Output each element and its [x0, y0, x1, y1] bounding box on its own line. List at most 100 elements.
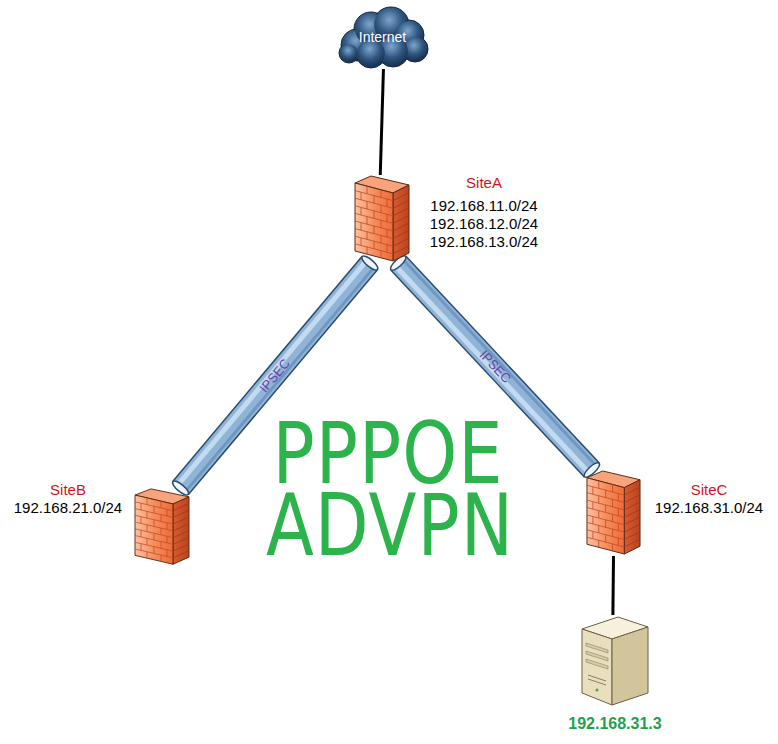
firewall-node: SiteC192.168.31.0/24 [585, 470, 642, 556]
brick-joint [605, 535, 606, 542]
brick-joint [381, 190, 382, 198]
subnet-label: 192.168.13.0/24 [424, 233, 544, 251]
brick-row-side [393, 215, 409, 223]
brick-row-side [393, 246, 409, 254]
brick-joint [161, 501, 162, 508]
firewall-front [587, 478, 624, 554]
brick-row-side [173, 504, 189, 511]
brick-joint [374, 226, 375, 234]
brick-joint [141, 517, 142, 524]
brick-joint [161, 542, 162, 549]
text-block: SiteA192.168.11.0/24192.168.12.0/24192.1… [424, 174, 544, 251]
brick-joint [592, 487, 593, 494]
brick-joint [367, 201, 368, 209]
brick-joint [387, 245, 388, 253]
brick-joint [147, 538, 148, 545]
firewall-icon [133, 488, 191, 566]
brick-joint [167, 536, 168, 543]
site-name: SiteC [649, 481, 769, 499]
brick-joint [612, 499, 613, 506]
brick-joint [367, 232, 368, 240]
brick-row-side [173, 531, 189, 538]
text-block: Internet [335, 28, 430, 46]
firewall-front [135, 495, 173, 564]
brick-row-side [624, 532, 640, 540]
brick-joint [367, 217, 368, 225]
brick-row-side [393, 200, 409, 208]
brick-joint [598, 511, 599, 518]
firewall-icon [585, 470, 642, 556]
brick-row-side [624, 502, 640, 510]
brick-joint [374, 241, 375, 249]
brick-joint [612, 529, 613, 536]
text-block: SiteB192.168.21.0/24 [8, 481, 128, 517]
cloud-fill [340, 44, 358, 62]
brick-row-side [624, 524, 640, 532]
brick-joint [361, 238, 362, 246]
brick-joint [618, 508, 619, 515]
tunnel-label: IPSEC [477, 347, 514, 385]
brick-row-side [173, 510, 189, 517]
brick-joint [605, 505, 606, 512]
brick-row-side [173, 551, 189, 558]
brick-joint [618, 523, 619, 530]
drive-bay [586, 651, 608, 661]
brick-joint [154, 506, 155, 513]
server-front [582, 629, 612, 705]
brick-joint [387, 199, 388, 207]
brick-row-side [393, 223, 409, 231]
brick-joint [605, 490, 606, 497]
brick-joint [161, 515, 162, 522]
firewall-node: SiteA192.168.11.0/24192.168.12.0/24192.1… [353, 175, 411, 263]
server-side [612, 627, 648, 705]
subnet-label: 192.168.12.0/24 [424, 215, 544, 233]
brick-row-side [173, 537, 189, 544]
network-link [380, 69, 383, 175]
brick-joint [367, 186, 368, 194]
brick-joint [592, 531, 593, 538]
brick-joint [367, 247, 368, 255]
brick-row-side [624, 539, 640, 547]
link-line [380, 69, 383, 175]
brick-joint [147, 552, 148, 559]
brick-joint [605, 520, 606, 527]
brick-joint [598, 481, 599, 488]
brick-joint [618, 493, 619, 500]
firewall-side [393, 185, 409, 261]
brick-joint [141, 530, 142, 537]
brick-joint [161, 555, 162, 562]
text-block: 192.168.31.3 [555, 715, 675, 733]
title-word: ADVPN [266, 483, 514, 568]
brick-joint [598, 525, 599, 532]
firewall-front [355, 183, 393, 261]
brick-joint [387, 229, 388, 237]
brick-joint [374, 196, 375, 204]
brick-joint [387, 214, 388, 222]
server-slot [588, 679, 606, 685]
link-line [611, 556, 615, 615]
brick-row-side [173, 544, 189, 551]
site-name: SiteA [424, 174, 544, 192]
firewall-node: SiteB192.168.21.0/24 [133, 488, 191, 566]
brick-joint [141, 503, 142, 510]
firewall-side [624, 480, 640, 554]
brick-joint [381, 251, 382, 259]
brick-joint [167, 523, 168, 530]
brick-joint [381, 205, 382, 213]
brick-joint [381, 220, 382, 228]
brick-row-side [624, 495, 640, 503]
brick-joint [154, 533, 155, 540]
brick-joint [612, 485, 613, 492]
brick-joint [592, 516, 593, 523]
firewall-side [173, 497, 189, 564]
brick-joint [381, 235, 382, 243]
power-led [595, 688, 598, 691]
brick-row-side [393, 231, 409, 239]
brick-row-side [393, 208, 409, 216]
brick-row-side [624, 517, 640, 525]
drive-bay [586, 659, 608, 669]
brick-joint [374, 211, 375, 219]
brick-joint [167, 509, 168, 516]
